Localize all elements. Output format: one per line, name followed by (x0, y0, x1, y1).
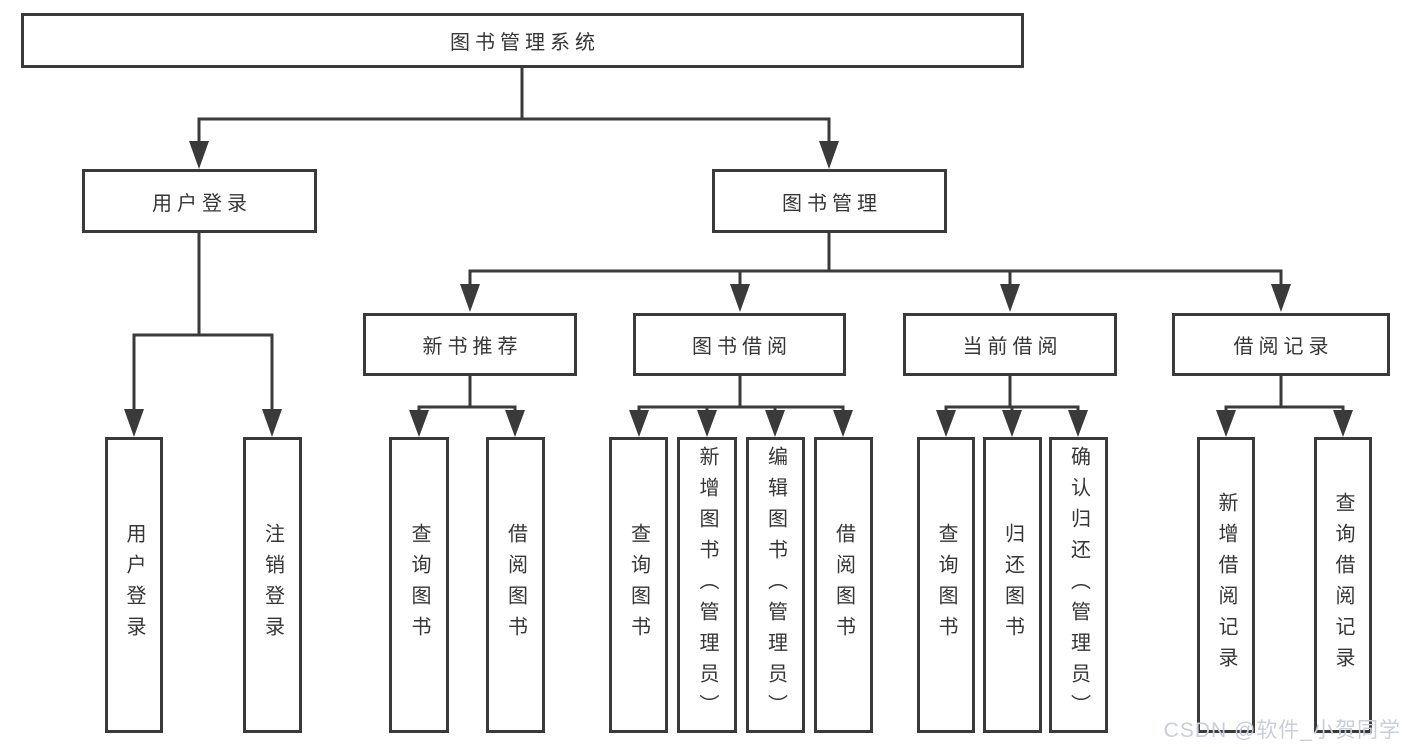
leaf-borrow-books: 借阅图书 (814, 437, 873, 733)
node-book-management: 图书管理 (712, 169, 947, 233)
leaf-confirm-return-admin: 确认归还（管理员） (1049, 437, 1108, 733)
leaf-add-borrow-record: 新增借阅记录 (1197, 437, 1255, 733)
leaf-add-books-admin: 新增图书（管理员） (677, 437, 737, 733)
node-book-borrow: 图书借阅 (633, 313, 846, 376)
node-current-borrow: 当前借阅 (903, 313, 1117, 376)
leaf-logout: 注销登录 (243, 437, 302, 733)
leaf-query-books-borrow: 查询图书 (609, 437, 668, 733)
node-new-book-recommend: 新书推荐 (363, 313, 577, 376)
node-borrow-record: 借阅记录 (1172, 313, 1390, 376)
leaf-user-login: 用户登录 (105, 437, 163, 733)
node-root: 图书管理系统 (21, 13, 1024, 68)
node-user-login-branch: 用户登录 (82, 169, 317, 233)
leaf-query-books-recommend: 查询图书 (389, 437, 449, 733)
leaf-edit-books-admin: 编辑图书（管理员） (746, 437, 805, 733)
watermark: CSDN @软件_小贺同学 (1163, 719, 1401, 742)
leaf-return-books: 归还图书 (983, 437, 1042, 733)
leaf-query-books-current: 查询图书 (917, 437, 975, 733)
leaf-borrow-books-recommend: 借阅图书 (486, 437, 545, 733)
leaf-query-borrow-record: 查询借阅记录 (1314, 437, 1372, 733)
